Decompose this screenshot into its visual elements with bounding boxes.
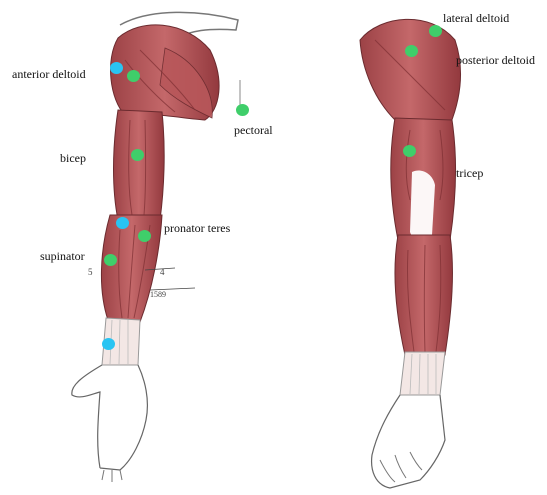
marker-anterior-deltoid-green (127, 70, 140, 82)
label-anterior-deltoid: anterior deltoid (12, 68, 86, 80)
front-handwriting-a: 5 (88, 267, 93, 277)
label-bicep: bicep (60, 152, 86, 164)
marker-pectoral (236, 104, 249, 116)
marker-pronator-teres (138, 230, 151, 242)
back-wrist-shape (400, 352, 445, 395)
back-hand-outline (372, 395, 445, 488)
front-upper-arm-shape (114, 110, 165, 220)
label-pronator-teres: pronator teres (164, 222, 230, 234)
label-tricep: tricep (456, 167, 483, 179)
label-lateral-deltoid: lateral deltoid (443, 12, 509, 24)
marker-tricep (403, 145, 416, 157)
label-posterior-deltoid: posterior deltoid (456, 54, 535, 66)
marker-bicep (131, 149, 144, 161)
label-pectoral: pectoral (234, 124, 273, 136)
marker-elbow-blue (116, 217, 129, 229)
back-forearm-shape (395, 235, 453, 355)
front-hand-outline (72, 365, 148, 470)
back-deltoid-shape (360, 19, 460, 125)
back-arm (360, 19, 460, 488)
back-elbow-highlight (410, 171, 435, 240)
marker-posterior-deltoid (405, 45, 418, 57)
marker-lateral-deltoid (429, 25, 442, 37)
front-arm: 5 4 1589 (72, 12, 240, 482)
marker-supinator (104, 254, 117, 266)
front-handwriting-c: 1589 (150, 290, 166, 299)
marker-anterior-deltoid-blue (110, 62, 123, 74)
label-supinator: supinator (40, 250, 85, 262)
marker-wrist-blue (102, 338, 115, 350)
